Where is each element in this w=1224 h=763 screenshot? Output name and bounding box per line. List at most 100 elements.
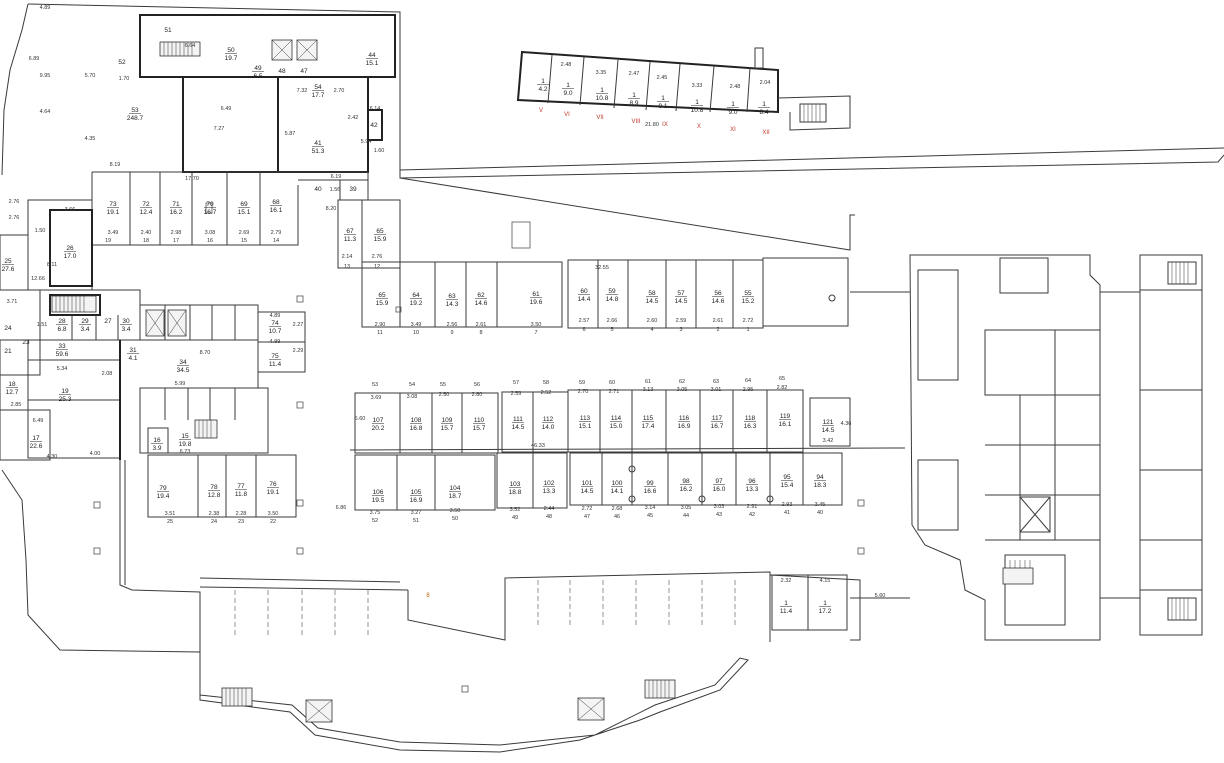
dimension-value: 2.08 <box>102 371 113 377</box>
room-number: 57 <box>677 290 685 297</box>
room-area: 14.8 <box>606 296 619 303</box>
room-label: 23 <box>22 339 30 346</box>
room-number: 94 <box>816 474 824 481</box>
room-number: 1 <box>762 101 766 108</box>
room-label: 47 <box>300 68 308 75</box>
dimension-value: 3.50 <box>531 322 542 328</box>
dimension-value: 5.99 <box>175 381 186 387</box>
dimension-value: 4.15 <box>820 578 831 584</box>
dimension-value: 1.56 <box>330 187 341 193</box>
dimension-value: 12.66 <box>31 276 45 282</box>
room-area: 8.4 <box>759 109 768 116</box>
dimension-value: 2.14 <box>342 254 353 260</box>
room-number: 73 <box>109 201 117 208</box>
room-number: 101 <box>582 480 593 487</box>
room-area: 6.5 <box>253 73 262 80</box>
room-area: 4.1 <box>128 355 137 362</box>
room-area: 20.2 <box>372 425 385 432</box>
room-label: 117.2 <box>819 600 832 615</box>
room-area: 3.4 <box>80 326 89 333</box>
dimension-value: 54 <box>409 382 415 388</box>
room-area: 19.6 <box>530 299 543 306</box>
dimension-value: 42 <box>749 512 755 518</box>
room-area: 11.4 <box>269 361 282 368</box>
room-area: 16.1 <box>270 207 283 214</box>
fire-mark-label: 8 <box>426 593 430 599</box>
room-label: 314.1 <box>127 347 139 362</box>
dimension-value: 3.51 <box>165 511 176 517</box>
room-number: 108 <box>411 417 422 424</box>
room-label: 18.9 <box>628 92 640 107</box>
room-area: 51.3 <box>312 148 325 155</box>
room-number: 78 <box>210 484 218 491</box>
dimension-value: 3.14 <box>645 505 656 511</box>
dimension-value: 17 <box>173 238 179 244</box>
dimension-value: 61 <box>645 379 651 385</box>
dimension-value: 2.50 <box>439 392 450 398</box>
room-number: 29 <box>81 318 89 325</box>
room-number: 61 <box>532 291 540 298</box>
dimension-value: 8 <box>479 330 482 336</box>
room-area: 16.1 <box>779 421 792 428</box>
elevator-shafts <box>51 39 1034 723</box>
dimension-value: 3.42 <box>823 438 834 444</box>
room-area: 14.5 <box>675 298 688 305</box>
dimension-value: 2 <box>716 327 719 333</box>
room-area: 16.7 <box>204 209 217 216</box>
dimension-value: 23 <box>238 519 244 525</box>
room-number: 30 <box>122 318 130 325</box>
room-number: 65 <box>378 292 386 299</box>
room-number: 97 <box>715 478 723 485</box>
room-area: 10.8 <box>691 107 704 114</box>
room-number: 40 <box>314 186 322 193</box>
room-label: 110.8 <box>691 99 704 114</box>
dimension-value: 2.59 <box>676 318 687 324</box>
room-number: 24 <box>4 325 12 332</box>
room-number: 76 <box>269 481 277 488</box>
room-number: 104 <box>450 485 461 492</box>
dimension-value: 4.36 <box>841 421 852 427</box>
room-number: 113 <box>580 415 591 422</box>
dimension-value: 4.89 <box>270 313 281 319</box>
dimension-value: 7 <box>534 330 537 336</box>
room-area: 9.0 <box>563 90 572 97</box>
storeroom-numeral: VI <box>564 112 570 118</box>
dimension-value: 58 <box>543 380 549 386</box>
dimension-value: 46 <box>614 514 620 520</box>
room-label: 286.8 <box>56 318 68 333</box>
room-label: 163.9 <box>151 437 163 452</box>
storeroom-numeral: VIII <box>631 119 640 125</box>
dimension-value: 13 <box>344 264 350 270</box>
dimension-value: 2.48 <box>730 84 741 90</box>
room-area: 22.6 <box>30 443 43 450</box>
room-number: 1 <box>731 101 735 108</box>
dimension-value: 25 <box>167 519 173 525</box>
room-number: 33 <box>58 343 66 350</box>
room-label: 27 <box>104 318 112 325</box>
room-number: 16 <box>153 437 161 444</box>
dimension-value: 2.61 <box>476 322 487 328</box>
storage-row-upper <box>361 257 849 329</box>
dimension-value: 16 <box>207 238 213 244</box>
storage-row-middle <box>349 389 906 511</box>
dimension-value: 40 <box>817 510 823 516</box>
dimension-value: 4.99 <box>270 339 281 345</box>
dimension-value: 8.19 <box>110 162 121 168</box>
room-area: 14.1 <box>611 488 624 495</box>
dimension-value: 47 <box>584 514 590 520</box>
